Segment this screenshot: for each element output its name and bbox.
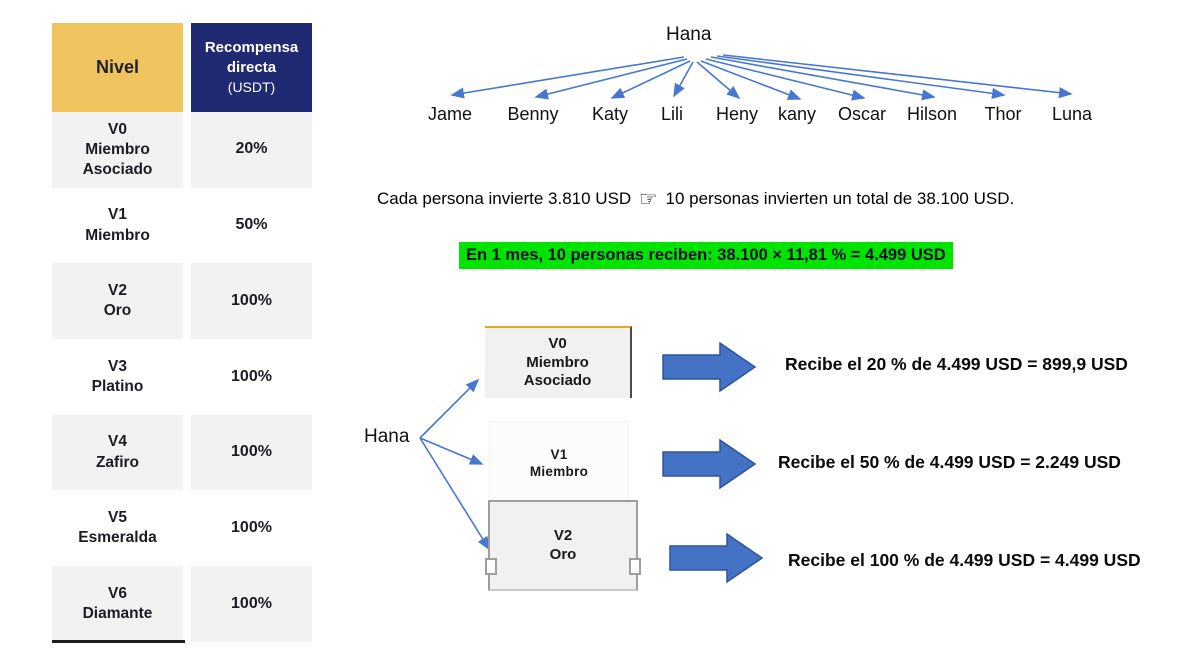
table-row-v0-level: V0 Miembro Asociado	[52, 112, 183, 188]
level-box-v1: V1 Miembro	[489, 421, 629, 507]
table-row-v6-level: V6 Diamante	[52, 566, 183, 642]
table-row-v2-level: V2 Oro	[52, 263, 183, 340]
level-box-name: Miembro Asociado	[523, 353, 592, 390]
table-row-v4-level: V4 Zafiro	[52, 414, 183, 491]
pointing-hand-icon: ☞	[638, 188, 658, 211]
level-box-code: V1	[550, 447, 568, 463]
table-header-nivel: Nivel	[52, 23, 183, 112]
table-header-recompensa-label: Recompensa directa	[204, 39, 299, 76]
level-name: Platino	[91, 377, 144, 395]
table-row-v5-level: V5 Esmeralda	[52, 490, 183, 567]
arrow-to-v2-box	[419, 437, 490, 551]
arrow-to-heny	[696, 61, 741, 100]
level-code: V6	[108, 584, 127, 602]
level-box-name: Miembro	[529, 464, 589, 479]
table-bottom-rule	[52, 640, 185, 643]
level-name: Esmeralda	[78, 529, 157, 547]
leaf-name-luna: Luna	[1051, 104, 1093, 124]
level-code: V3	[108, 357, 127, 375]
table-header-recompensa-sub: (USDT)	[227, 79, 276, 96]
table-row-v3-level: V3 Platino	[52, 339, 183, 415]
bottom-root-name: Hana	[364, 426, 410, 447]
reward-value: 100%	[231, 594, 272, 612]
top-fan-arrows	[450, 54, 1073, 101]
level-box-v2: V2 Oro	[485, 500, 641, 591]
level-code: V5	[108, 509, 127, 527]
block-arrow-right-icon	[662, 438, 757, 490]
level-name: Miembro Asociado	[82, 140, 153, 178]
reward-value: 20%	[235, 140, 268, 158]
block-arrows	[662, 341, 764, 584]
table-row-v6-reward: 100%	[191, 566, 312, 642]
leaf-name-thor: Thor	[984, 104, 1022, 124]
arrow-to-luna	[722, 54, 1073, 99]
block-arrow-right-icon	[669, 532, 764, 584]
reward-value: 100%	[231, 291, 272, 309]
table-row-v3-reward: 100%	[191, 339, 312, 415]
arrow-to-v1-box	[419, 437, 484, 465]
block-arrow-right-icon	[662, 341, 757, 393]
box-notch-left	[485, 558, 497, 575]
table-row-v1-level: V1 Miembro	[52, 187, 183, 264]
leaf-name-kany: kany	[777, 104, 817, 124]
level-name: Diamante	[82, 604, 153, 622]
leaf-name-jame: Jame	[427, 104, 473, 124]
level-code: V0	[108, 120, 127, 138]
level-box-name: Oro	[549, 545, 577, 563]
leaf-name-heny: Heny	[715, 104, 759, 124]
level-box-code: V0	[548, 334, 567, 352]
result-line-v0: Recibe el 20 % de 4.499 USD = 899,9 USD	[785, 354, 1128, 374]
level-box-code: V2	[553, 526, 573, 544]
invest-sentence: Cada persona invierte 3.810 USD ☞ 10 per…	[377, 185, 1015, 211]
leaf-name-oscar: Oscar	[837, 104, 887, 124]
table-row-v0-reward: 20%	[191, 112, 312, 188]
result-line-v2: Recibe el 100 % de 4.499 USD = 4.499 USD	[788, 550, 1141, 570]
reward-value: 100%	[231, 518, 272, 536]
level-name: Miembro	[85, 226, 150, 244]
leaf-name-hilson: Hilson	[906, 104, 958, 124]
arrow-to-hilson	[710, 56, 936, 101]
reward-value: 100%	[231, 367, 272, 385]
level-box-v0: V0 Miembro Asociado	[485, 326, 632, 398]
rewards-table: Nivel Recompensa directa (USDT) V0 Miemb…	[52, 23, 312, 642]
box-notch-right	[629, 558, 641, 575]
bottom-fan-arrows	[419, 378, 490, 551]
table-row-v2-reward: 100%	[191, 263, 312, 340]
table-header-recompensa: Recompensa directa (USDT)	[191, 23, 312, 112]
result-line-v1: Recibe el 50 % de 4.499 USD = 2.249 USD	[778, 452, 1121, 472]
top-root-name: Hana	[666, 24, 712, 45]
arrow-to-benny	[534, 58, 688, 100]
reward-value: 50%	[235, 216, 268, 234]
arrow-to-kany	[700, 60, 802, 100]
table-row-v4-reward: 100%	[191, 414, 312, 491]
highlighted-formula: En 1 mes, 10 personas reciben: 38.100 × …	[459, 242, 953, 269]
level-code: V1	[108, 206, 127, 224]
leaf-name-benny: Benny	[507, 104, 559, 124]
arrow-to-lili	[673, 61, 694, 98]
arrow-to-oscar	[705, 58, 866, 101]
table-header-nivel-label: Nivel	[95, 56, 140, 77]
level-code: V2	[108, 282, 127, 300]
arrow-to-v0-box	[419, 378, 480, 439]
reward-value: 100%	[231, 443, 272, 461]
invest-sentence-before: Cada persona invierte 3.810 USD	[377, 189, 632, 208]
level-name: Oro	[103, 302, 132, 320]
leaf-name-katy: Katy	[591, 104, 629, 124]
arrow-to-thor	[716, 55, 1006, 99]
table-row-v1-reward: 50%	[191, 187, 312, 264]
table-row-v5-reward: 100%	[191, 490, 312, 567]
level-code: V4	[108, 433, 127, 451]
arrow-to-katy	[610, 60, 691, 99]
arrow-to-jame	[450, 56, 685, 99]
invest-sentence-after: 10 personas invierten un total de 38.100…	[665, 189, 1015, 208]
leaf-name-lili: Lili	[660, 104, 684, 124]
level-name: Zafiro	[95, 453, 140, 471]
